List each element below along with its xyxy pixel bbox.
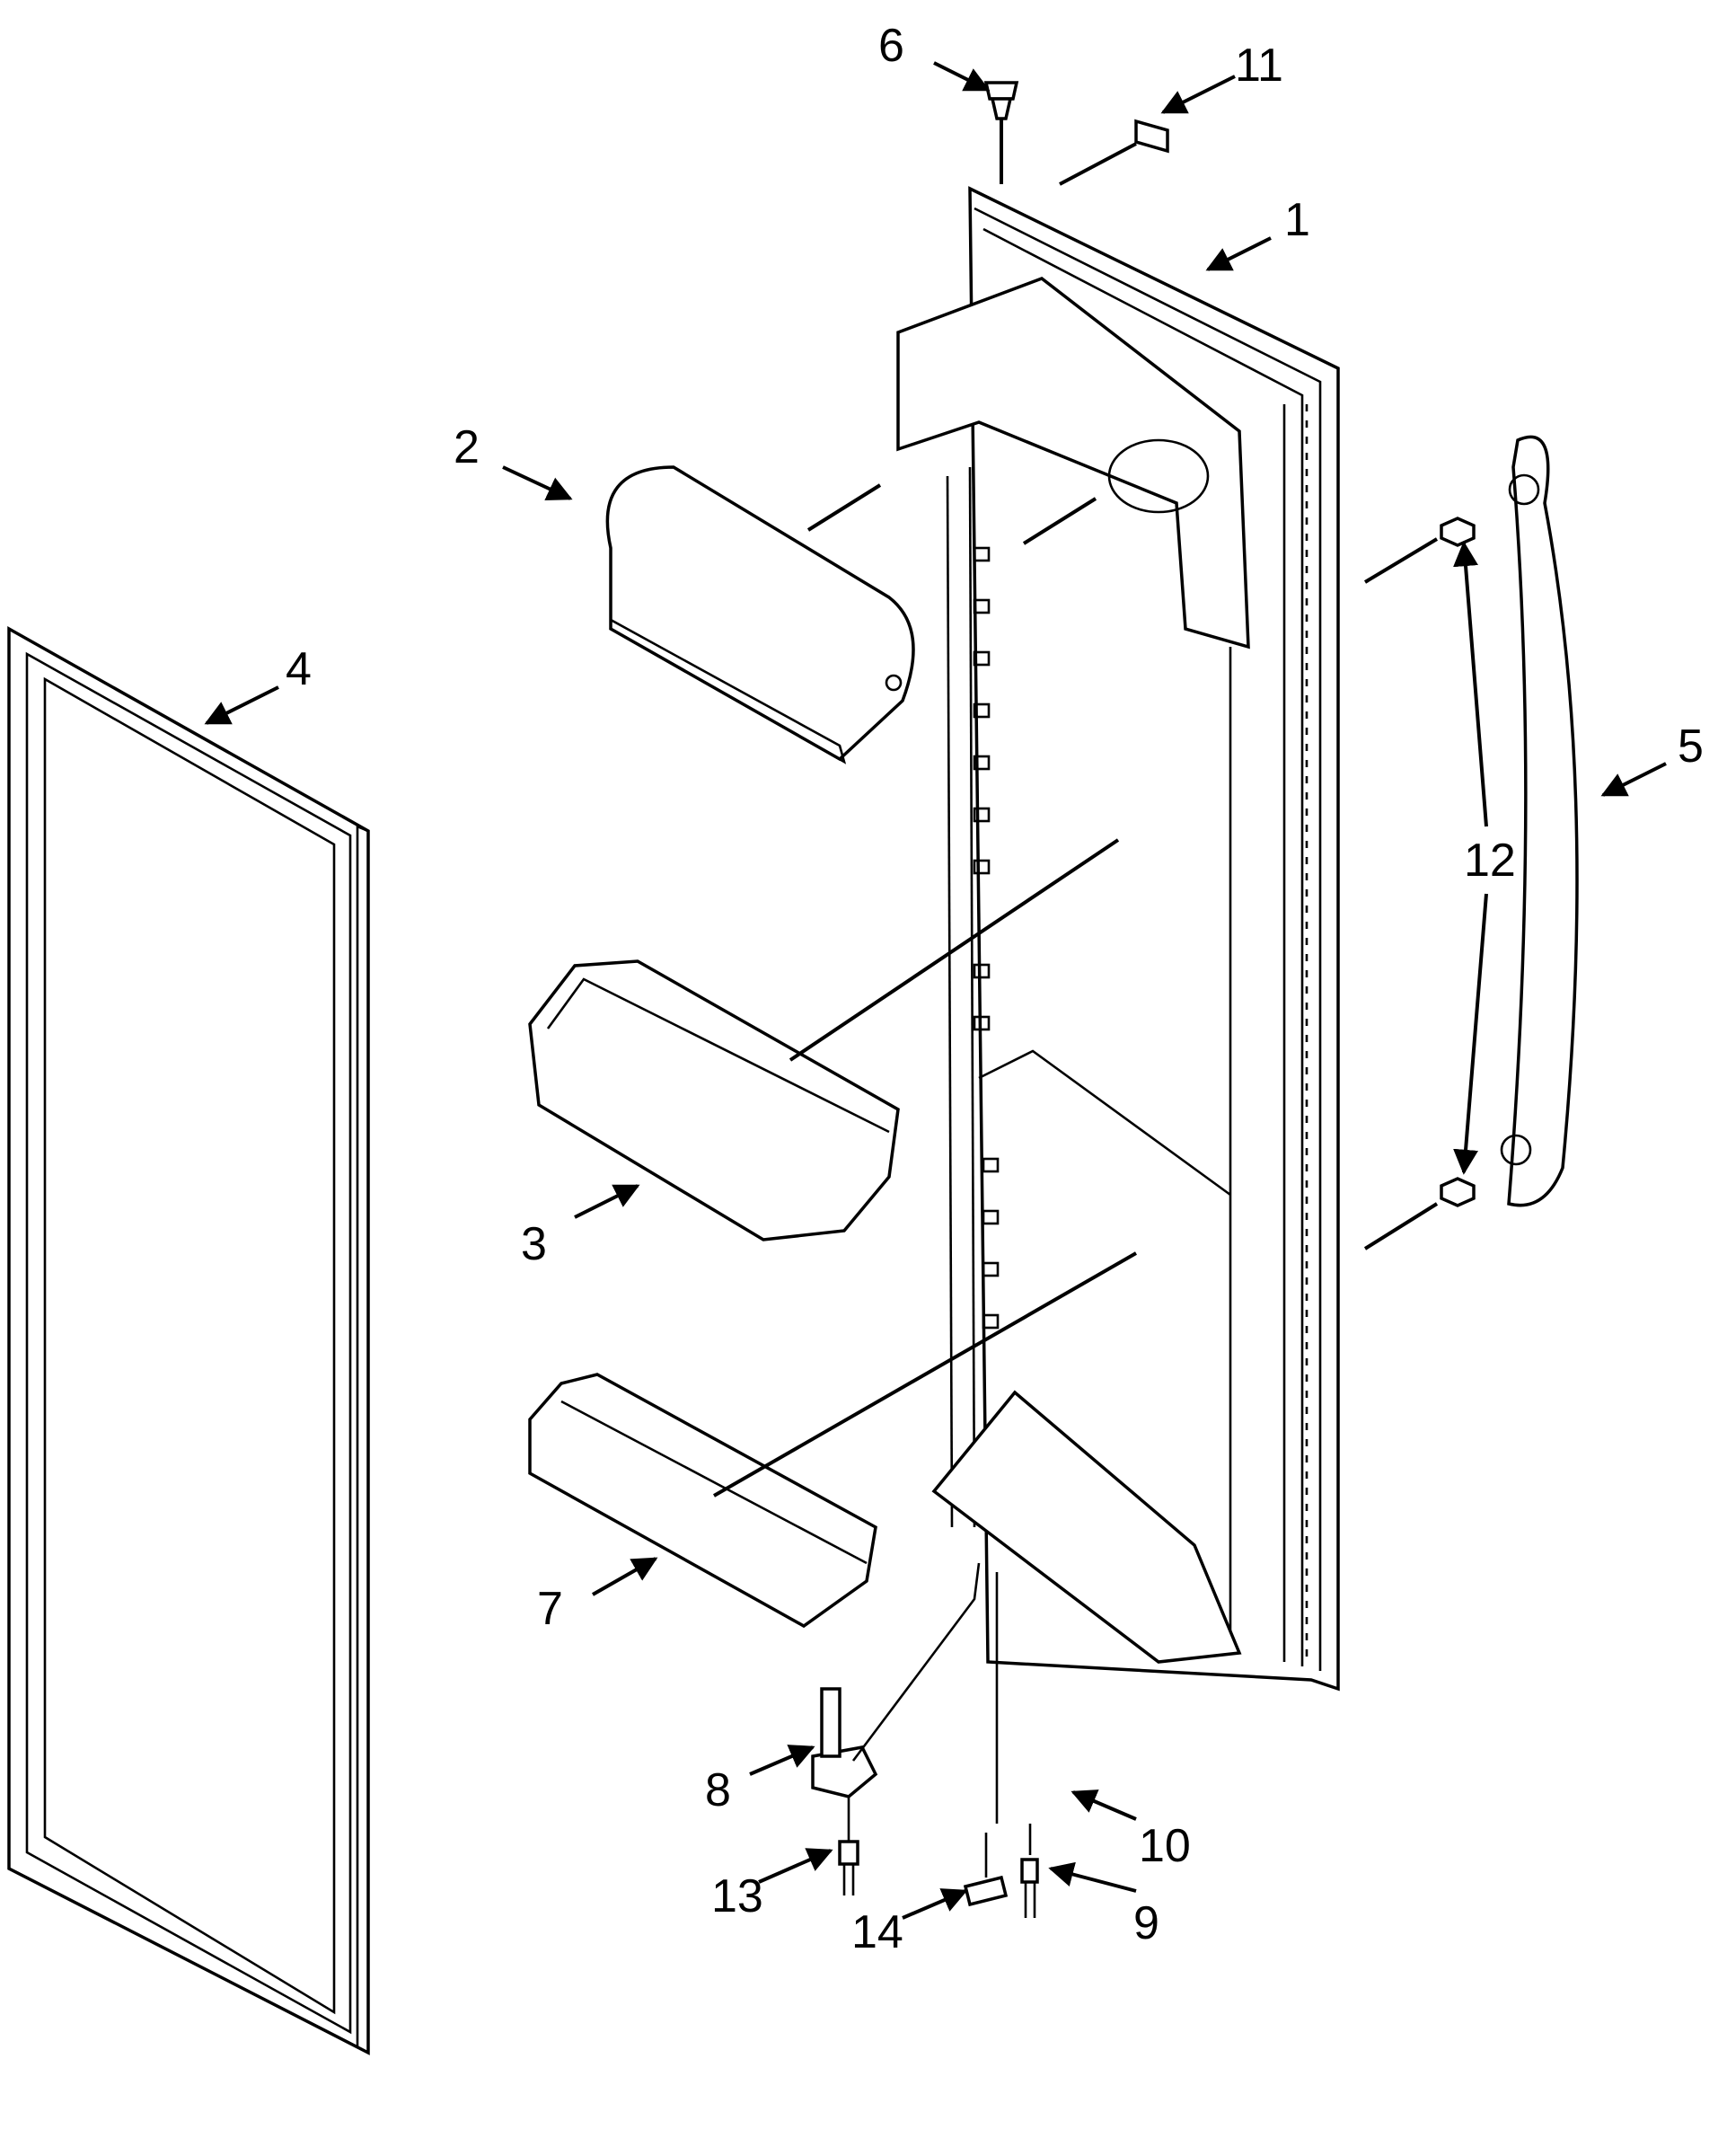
label-part bbox=[1059, 119, 1169, 186]
callout-14: 14 bbox=[851, 1906, 903, 1958]
callout-labels: 6 11 1 2 4 5 12 3 7 8 10 13 14 9 bbox=[286, 20, 1704, 1958]
callout-12: 12 bbox=[1464, 835, 1516, 887]
callout-11: 11 bbox=[1235, 40, 1283, 92]
door-screw bbox=[1020, 1824, 1039, 1918]
door-bin bbox=[528, 838, 1120, 1241]
callout-5: 5 bbox=[1678, 720, 1704, 773]
door-hinge bbox=[811, 1562, 981, 1842]
callout-3: 3 bbox=[521, 1218, 547, 1270]
callout-4: 4 bbox=[286, 643, 312, 695]
liner-shelf-studs bbox=[973, 546, 1000, 1330]
callout-2: 2 bbox=[454, 421, 480, 473]
callout-7: 7 bbox=[537, 1583, 563, 1635]
handle-screws bbox=[1440, 517, 1476, 1207]
callout-6: 6 bbox=[878, 20, 904, 72]
callout-8: 8 bbox=[705, 1764, 731, 1816]
door-handle bbox=[1363, 435, 1579, 1250]
callout-9: 9 bbox=[1133, 1897, 1159, 1949]
callout-leaders bbox=[204, 61, 1667, 1920]
door-gasket bbox=[7, 626, 370, 2055]
callout-13: 13 bbox=[711, 1870, 763, 1922]
door-shelf-rail bbox=[528, 1251, 1137, 1629]
hinge-screw bbox=[838, 1840, 859, 1895]
spacer-part bbox=[963, 1833, 1009, 1907]
callout-1: 1 bbox=[1284, 194, 1310, 246]
dairy-door bbox=[605, 465, 1097, 764]
door-liner bbox=[896, 186, 1340, 1692]
callout-10: 10 bbox=[1139, 1820, 1191, 1872]
plug-button bbox=[983, 81, 1019, 184]
